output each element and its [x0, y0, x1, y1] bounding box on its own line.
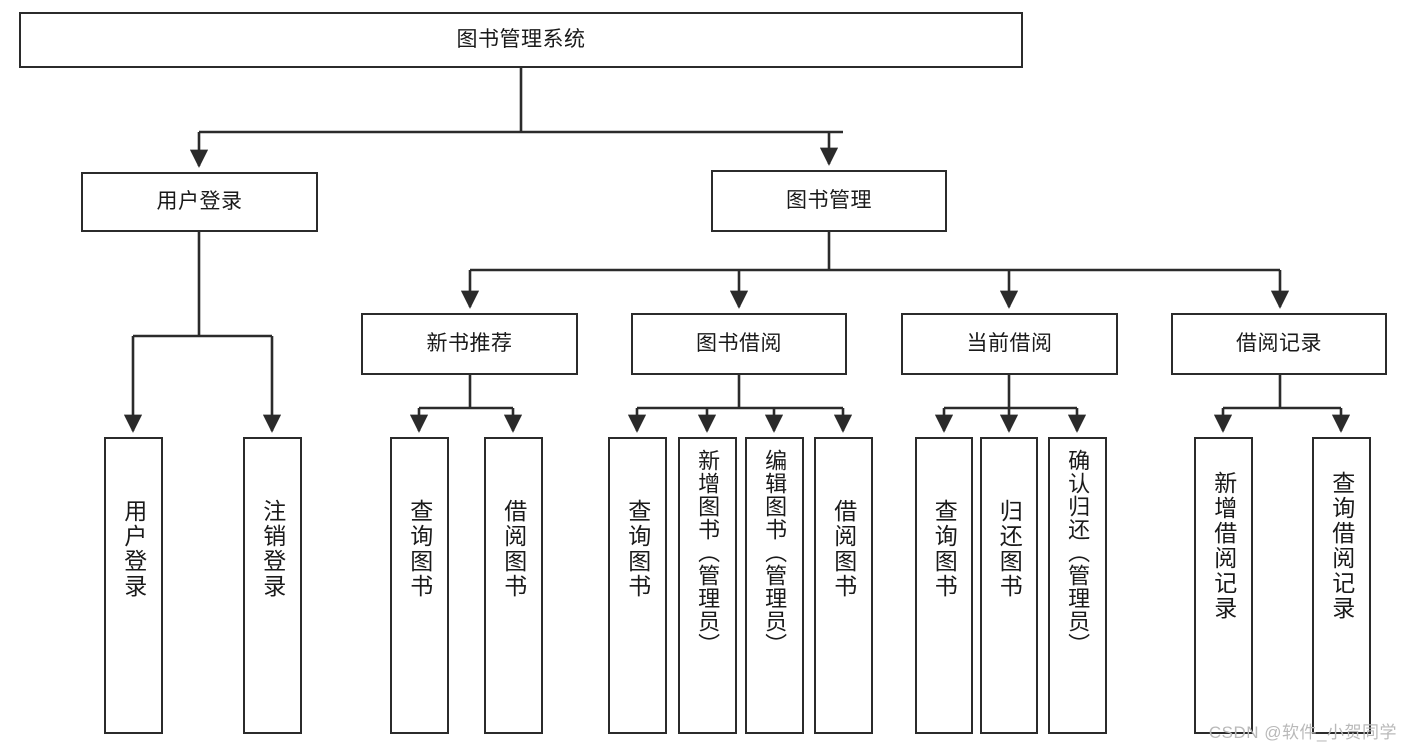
node-leaf-add-record[interactable]: 新增借阅记录 — [1194, 437, 1253, 734]
node-current-borrow[interactable]: 当前借阅 — [901, 313, 1118, 375]
node-leaf-query-book-2[interactable]: 查询图书 — [608, 437, 667, 734]
node-borrow-record-label: 借阅记录 — [1236, 331, 1322, 355]
node-user-login-label: 用户登录 — [156, 189, 243, 213]
node-new-book-recommend[interactable]: 新书推荐 — [361, 313, 578, 375]
node-leaf-return-book[interactable]: 归还图书 — [980, 437, 1038, 734]
node-leaf-logout-label: 注销登录 — [259, 499, 286, 599]
node-leaf-add-book-label: 新增图书（管理员） — [695, 449, 721, 656]
node-leaf-borrow-book-2-label: 借阅图书 — [830, 499, 857, 599]
node-leaf-add-record-label: 新增借阅记录 — [1210, 471, 1237, 621]
watermark-text: CSDN @软件_小贺同学 — [1208, 723, 1397, 742]
node-leaf-borrow-book-1-label: 借阅图书 — [500, 499, 527, 599]
node-book-management[interactable]: 图书管理 — [711, 170, 947, 232]
node-leaf-add-book[interactable]: 新增图书（管理员） — [678, 437, 737, 734]
node-leaf-user-login-label: 用户登录 — [120, 499, 147, 599]
node-new-book-recommend-label: 新书推荐 — [426, 331, 513, 355]
node-leaf-query-book-3-label: 查询图书 — [931, 499, 958, 599]
node-leaf-borrow-book-1[interactable]: 借阅图书 — [484, 437, 543, 734]
node-borrow-record[interactable]: 借阅记录 — [1171, 313, 1387, 375]
node-root-label: 图书管理系统 — [456, 27, 586, 51]
node-root[interactable]: 图书管理系统 — [19, 12, 1023, 68]
node-user-login[interactable]: 用户登录 — [81, 172, 318, 232]
node-book-borrow[interactable]: 图书借阅 — [631, 313, 847, 375]
node-leaf-user-login[interactable]: 用户登录 — [104, 437, 163, 734]
node-leaf-query-book-3[interactable]: 查询图书 — [915, 437, 973, 734]
node-current-borrow-label: 当前借阅 — [966, 331, 1053, 355]
node-leaf-query-record-label: 查询借阅记录 — [1328, 471, 1355, 621]
node-leaf-edit-book[interactable]: 编辑图书（管理员） — [745, 437, 804, 734]
node-leaf-query-book-1[interactable]: 查询图书 — [390, 437, 449, 734]
node-leaf-return-book-label: 归还图书 — [996, 499, 1023, 599]
node-leaf-query-book-1-label: 查询图书 — [406, 499, 433, 599]
node-book-management-label: 图书管理 — [786, 188, 872, 212]
node-leaf-edit-book-label: 编辑图书（管理员） — [762, 449, 788, 656]
node-book-borrow-label: 图书借阅 — [696, 331, 782, 355]
node-leaf-query-book-2-label: 查询图书 — [624, 499, 651, 599]
node-leaf-confirm-return[interactable]: 确认归还（管理员） — [1048, 437, 1107, 734]
node-leaf-confirm-return-label: 确认归还（管理员） — [1065, 449, 1091, 656]
node-leaf-query-record[interactable]: 查询借阅记录 — [1312, 437, 1371, 734]
node-leaf-logout[interactable]: 注销登录 — [243, 437, 302, 734]
node-leaf-borrow-book-2[interactable]: 借阅图书 — [814, 437, 873, 734]
